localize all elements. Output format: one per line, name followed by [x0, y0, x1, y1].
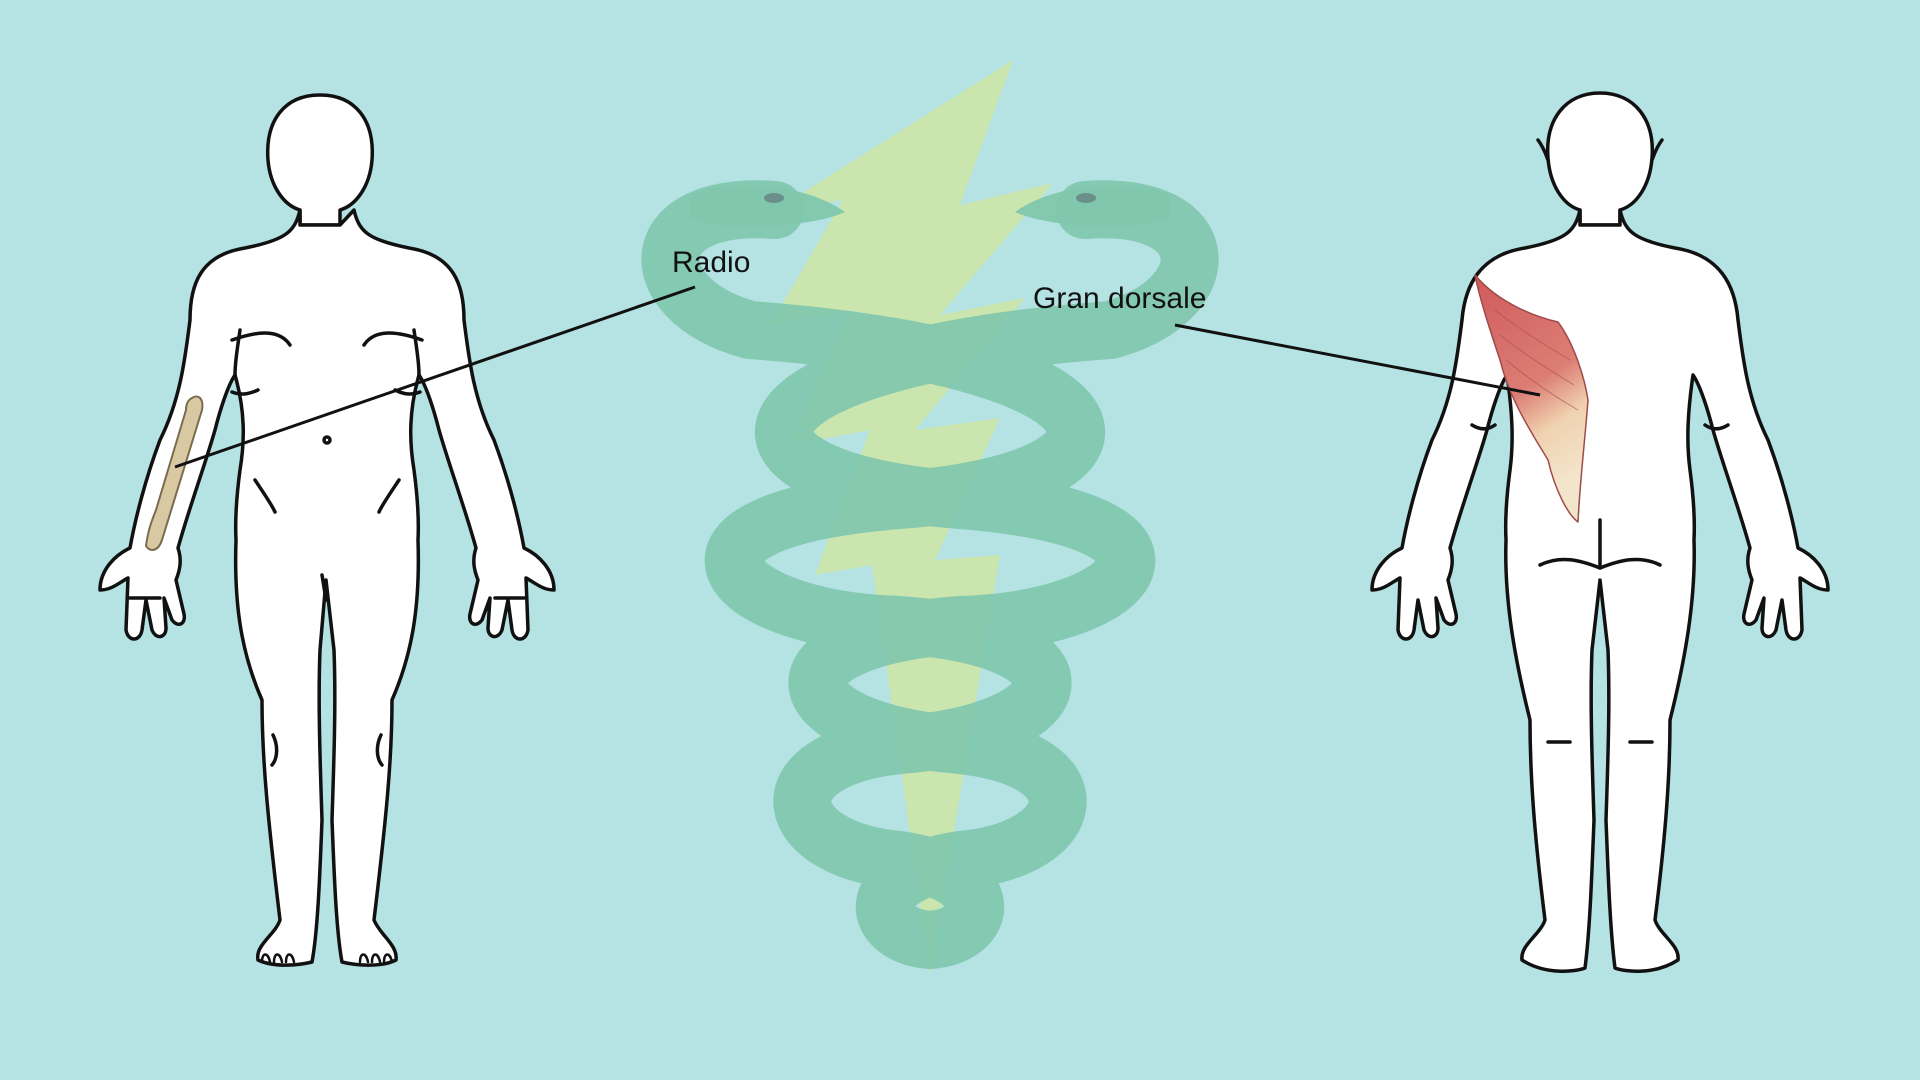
snake-eye-left-icon	[764, 193, 784, 203]
radius-label: Radio	[672, 246, 750, 279]
caduceus-icon	[641, 60, 1219, 975]
latissimus-label: Gran dorsale	[1033, 282, 1206, 315]
latissimus-dorsi-muscle	[1474, 274, 1589, 523]
human-posterior-view	[1370, 91, 1830, 973]
head	[1545, 91, 1655, 227]
snake-eye-right-icon	[1076, 193, 1096, 203]
human-anterior-view	[98, 93, 556, 967]
latissimus-leader-line	[1174, 323, 1541, 397]
muscle-fibers	[1494, 309, 1579, 411]
snakes-icon	[641, 180, 1219, 969]
radius-leader-line	[174, 285, 696, 469]
radius-bone	[145, 395, 204, 551]
body-silhouette	[1370, 208, 1830, 973]
snake-head-left-icon	[690, 185, 845, 227]
leader-lines	[174, 285, 1541, 469]
body-silhouette	[98, 208, 556, 967]
snake-head-right-icon	[1015, 185, 1170, 227]
head	[265, 93, 375, 227]
